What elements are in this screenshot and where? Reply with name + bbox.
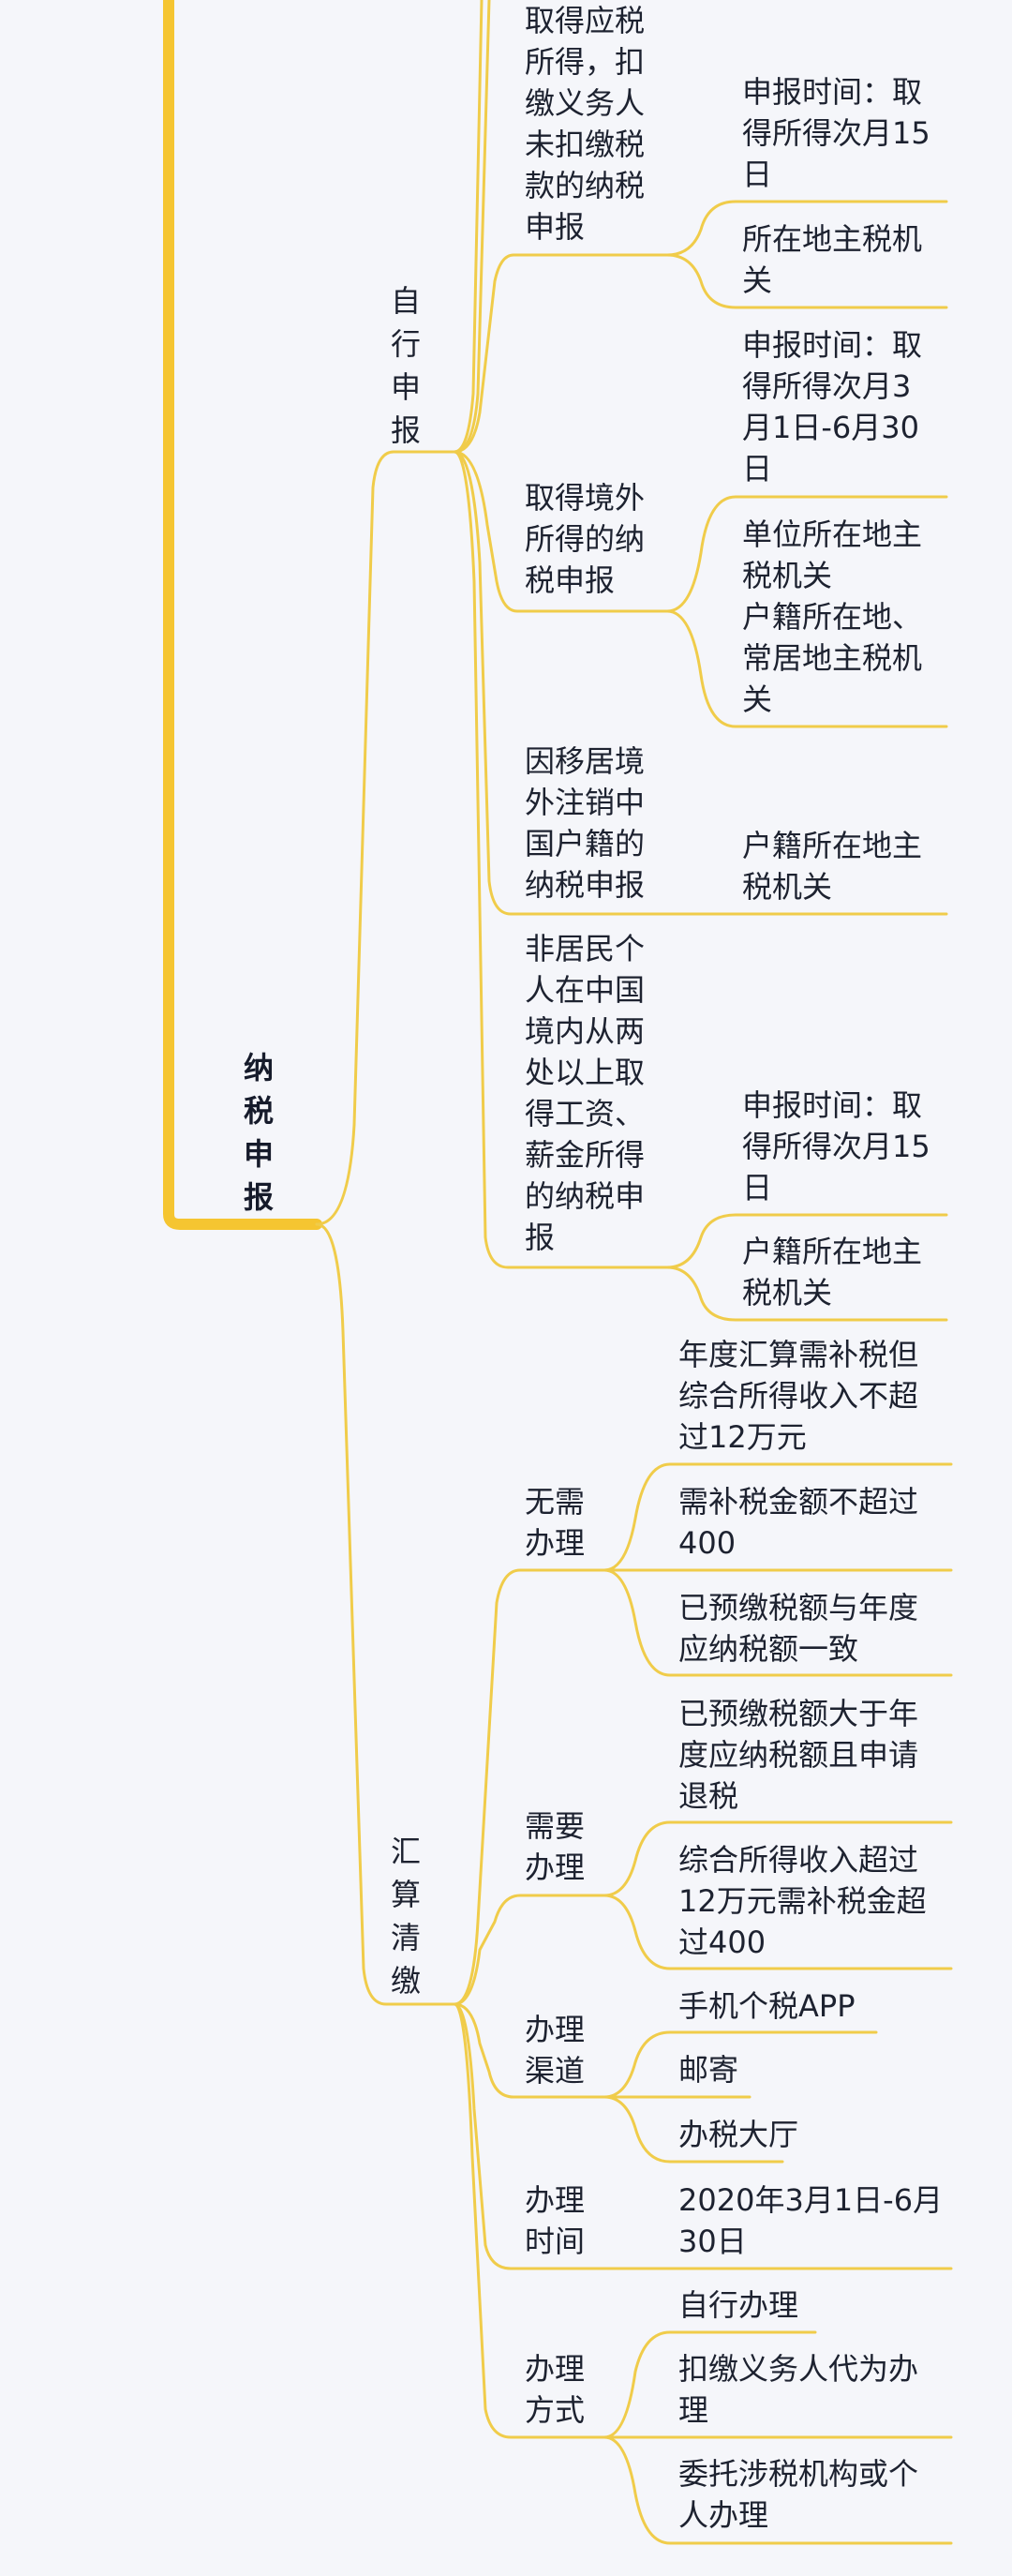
- node-time[interactable]: 办理 时间: [525, 2182, 586, 2259]
- branch-self-declaration[interactable]: 自行申报: [390, 283, 421, 448]
- leaf-self-handle[interactable]: 自行办理: [678, 2287, 799, 2323]
- node-channels[interactable]: 办理 渠道: [525, 2012, 586, 2089]
- node-method[interactable]: 办理 方式: [525, 2351, 586, 2428]
- leaf-tax-hall[interactable]: 办税大厅: [678, 2117, 799, 2152]
- leaf-household-tax-authority[interactable]: 户籍所在地主 税机关: [742, 828, 923, 905]
- leaf-household-tax-authority-nonresident[interactable]: 户籍所在地主 税机关: [742, 1234, 923, 1310]
- root-node[interactable]: 纳税申报: [243, 1050, 274, 1215]
- branch-annual-settlement[interactable]: 汇算清缴: [390, 1834, 421, 1999]
- leaf-over-120k[interactable]: 综合所得收入超过 12万元需补税金超 过400: [678, 1842, 927, 1960]
- leaf-declare-time-15th[interactable]: 申报时间：取 得所得次月15 日: [742, 74, 930, 192]
- node-overseas-income-declaration[interactable]: 取得境外 所得的纳 税申报: [525, 480, 646, 598]
- root-bar: [163, 0, 322, 1230]
- leaf-withholder-handle[interactable]: 扣缴义务人代为办 理: [678, 2351, 919, 2428]
- leaf-under-120k[interactable]: 年度汇算需补税但 综合所得收入不超 过12万元: [678, 1337, 919, 1455]
- leaf-refund[interactable]: 已预缴税额大于年 度应纳税额且申请 退税: [678, 1696, 919, 1814]
- leaf-period[interactable]: 2020年3月1日-6月 30日: [678, 2182, 944, 2259]
- node-nonresident-declaration[interactable]: 非居民个 人在中国 境内从两 处以上取 得工资、 薪金所得 的纳税申 报: [525, 931, 646, 1255]
- leaf-prepaid-equal[interactable]: 已预缴税额与年度 应纳税额一致: [678, 1590, 919, 1667]
- leaf-declare-time-15th-nonresident[interactable]: 申报时间：取 得所得次月15 日: [742, 1087, 930, 1206]
- leaf-mail[interactable]: 邮寄: [678, 2052, 739, 2088]
- leaf-under-400[interactable]: 需补税金额不超过 400: [678, 1484, 919, 1561]
- leaf-agency-handle[interactable]: 委托涉税机构或个 人办理: [678, 2456, 919, 2533]
- leaf-employer-or-household-tax-authority[interactable]: 单位所在地主 税机关 户籍所在地、 常居地主税机 关: [742, 517, 923, 717]
- node-need[interactable]: 需要 办理: [525, 1808, 586, 1885]
- leaf-declare-time-mar-jun[interactable]: 申报时间：取 得所得次月3 月1日-6月30 日: [742, 327, 923, 487]
- node-emigration-declaration[interactable]: 因移居境 外注销中 国户籍的 纳税申报: [525, 743, 646, 903]
- node-no-need[interactable]: 无需 办理: [525, 1484, 586, 1561]
- leaf-local-tax-authority[interactable]: 所在地主税机 关: [742, 221, 923, 298]
- leaf-mobile-app[interactable]: 手机个税APP: [678, 1988, 856, 2024]
- node-untaxed-income-declaration[interactable]: 取得应税 所得，扣 缴义务人 未扣缴税 款的纳税 申报: [525, 3, 646, 245]
